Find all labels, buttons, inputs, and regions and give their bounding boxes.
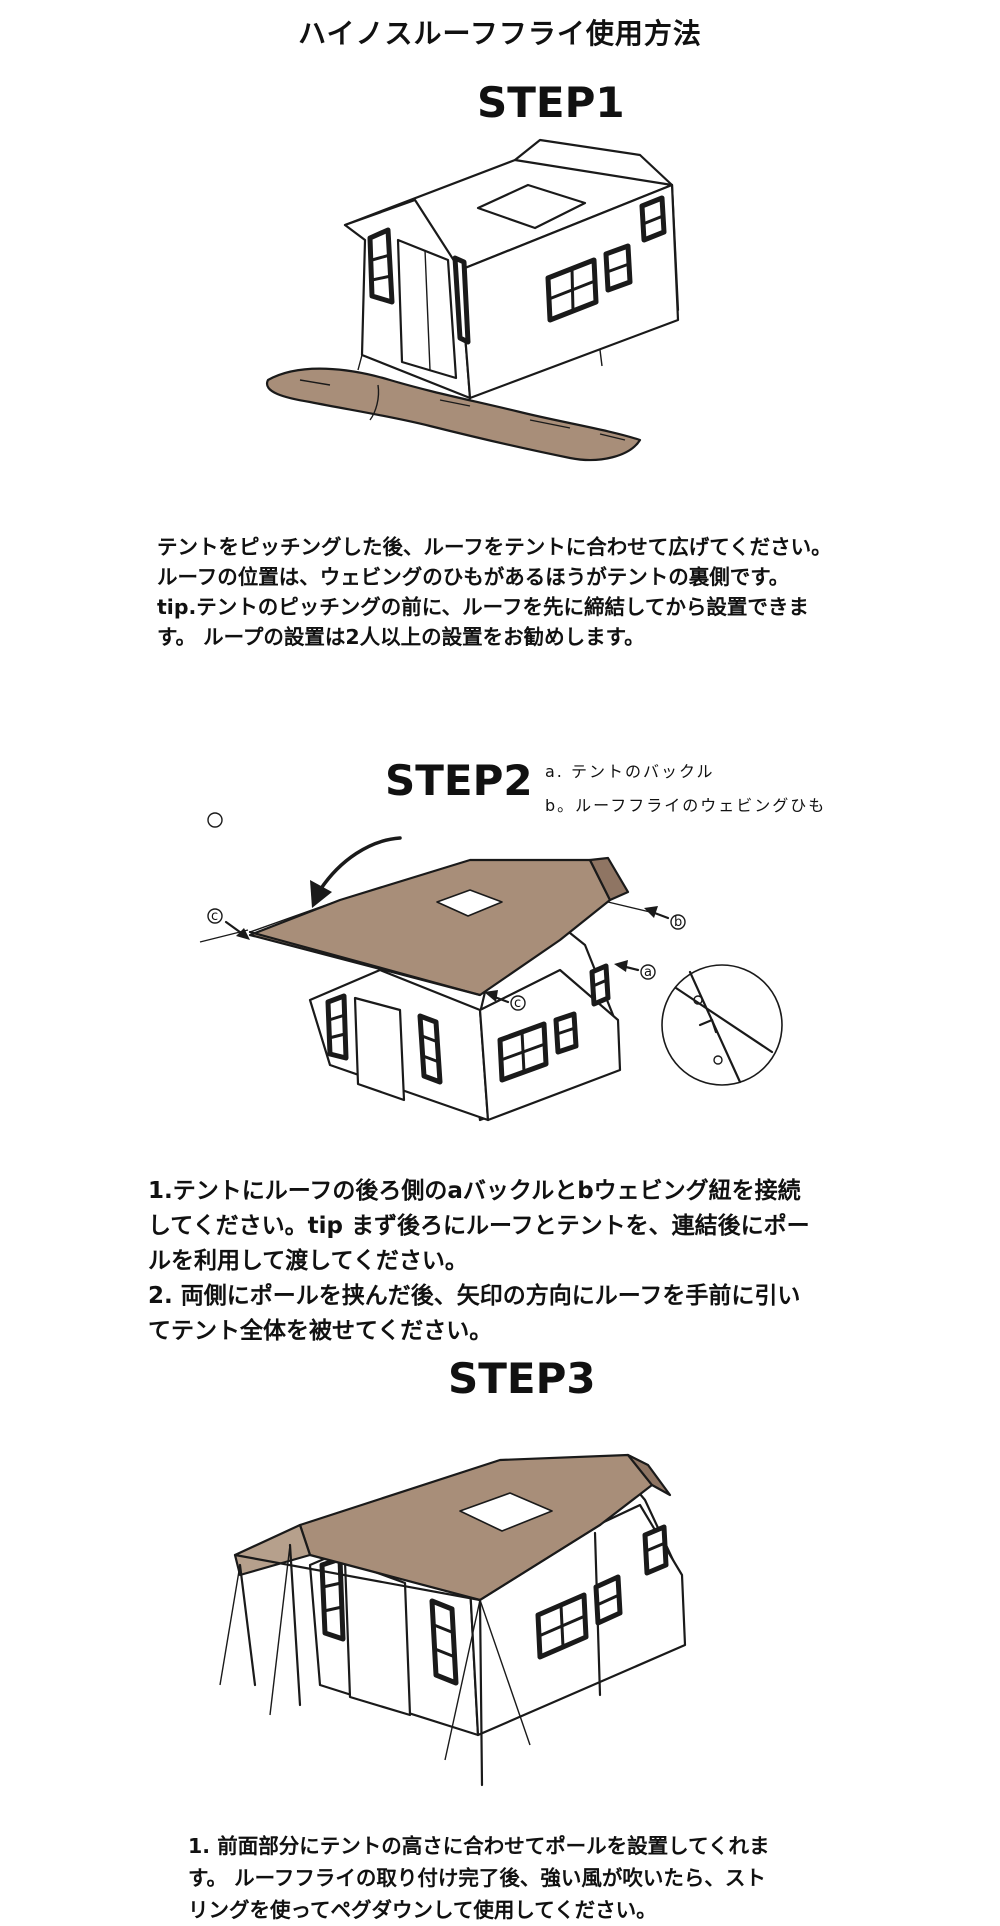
callout-c-side: c [514,996,521,1011]
step3-description: 1. 前面部分にテントの高さに合わせてポールを設置してくれま す。 ルーフフライ… [188,1834,770,1922]
step1-description: テントをピッチングした後、ルーフをテントに合わせて広げてください。 ルーフの位置… [157,535,832,649]
step2-note-b: b。ルーフフライのウェビングひも [545,796,827,815]
step3-illustration [219,1453,687,1787]
callout-c-top: c [211,909,218,924]
step2-heading: STEP2 [385,756,533,805]
callout-b: b [674,915,682,930]
step1-illustration [265,138,680,462]
page-title: ハイノスルーフフライ使用方法 [298,17,702,50]
step2-note-a: a. テントのバックル [545,762,715,781]
step1-heading: STEP1 [477,78,625,127]
step2-illustration: c b a c [199,812,783,1122]
step3-heading: STEP3 [448,1354,596,1403]
step2-description: 1.テントにルーフの後ろ側のaバックルとbウェビング紐を接続 してください。ti… [148,1178,810,1344]
callout-a: a [644,965,652,980]
